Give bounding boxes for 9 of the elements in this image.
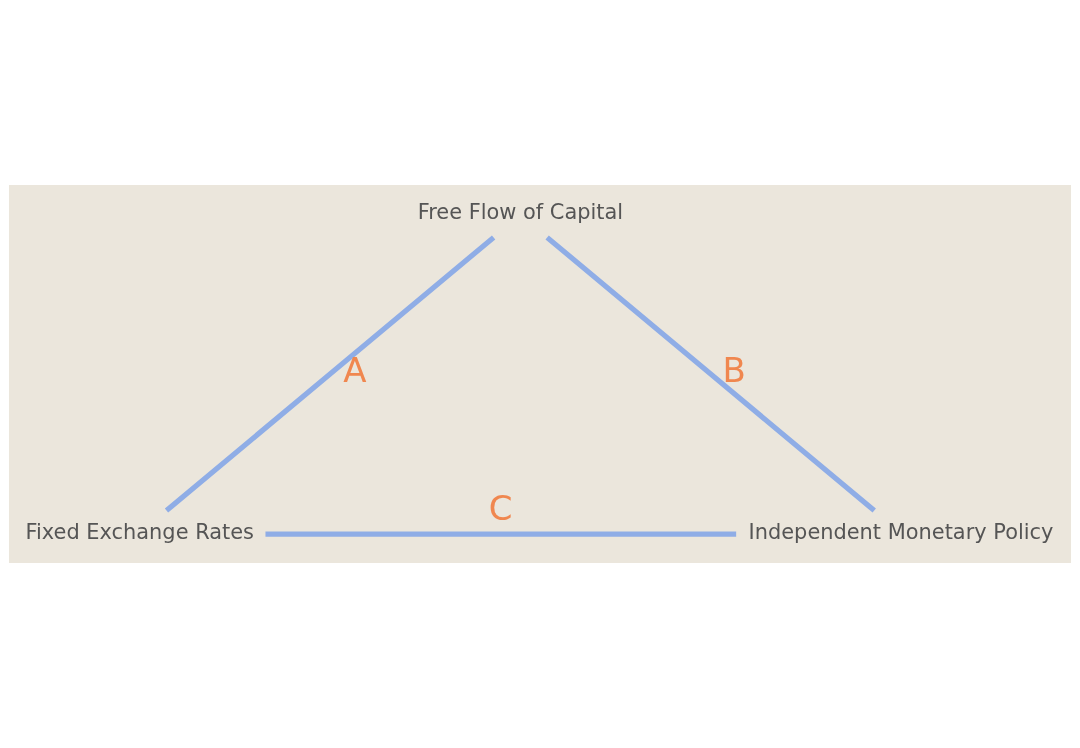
connector [265, 531, 737, 537]
edge-label: B [722, 350, 746, 391]
node-text: Independent Monetary Policy [748, 520, 1054, 545]
edge-label: A [343, 350, 367, 391]
connector [164, 235, 496, 513]
connector [545, 235, 876, 513]
node-text: Fixed Exchange Rates [25, 520, 254, 545]
edge-label: C [488, 487, 513, 528]
node-text: Free Flow of Capital [417, 199, 624, 224]
